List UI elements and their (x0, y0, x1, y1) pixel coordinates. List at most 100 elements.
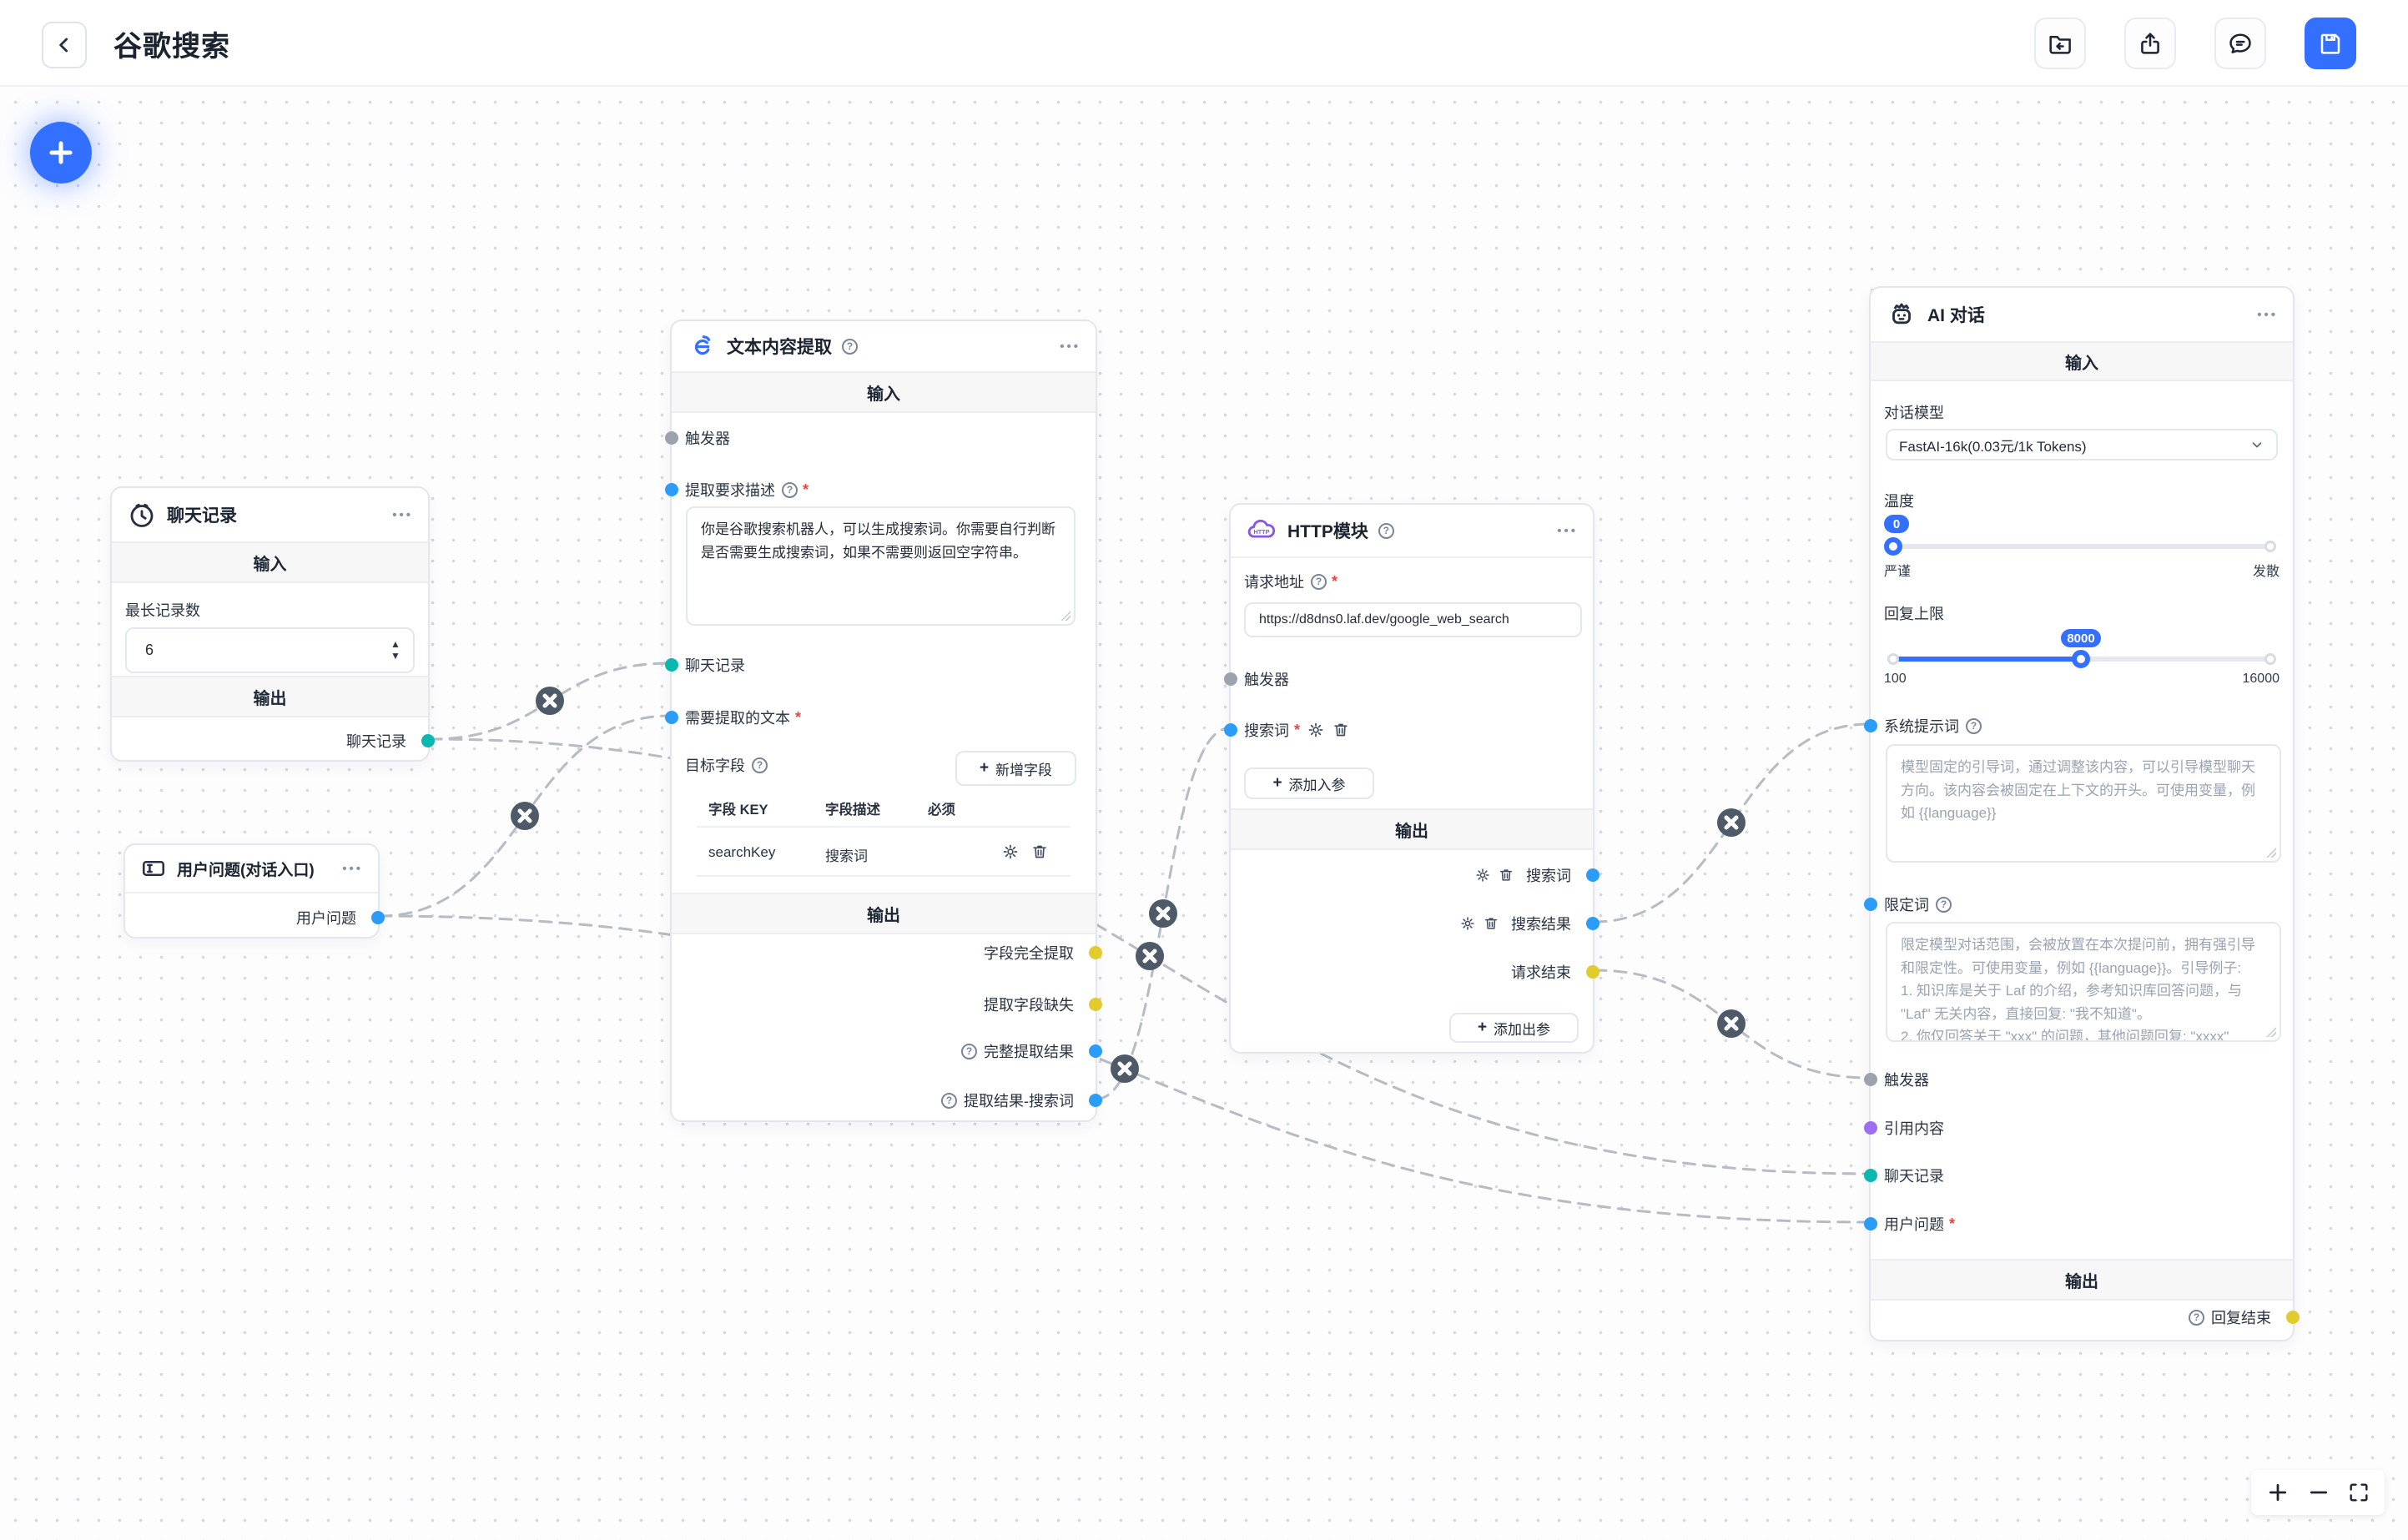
add-input-param-button[interactable]: + 添加入参 (1244, 767, 1374, 799)
port-chat-history-out[interactable] (421, 734, 435, 747)
import-button[interactable] (2034, 18, 2086, 69)
port-extract-missing-out[interactable] (1089, 998, 1102, 1011)
port-extract-text-in[interactable] (665, 711, 678, 724)
node-content-extract[interactable]: 文本内容提取 ? ••• 输入 触发器 提取要求描述 ? * 你是谷歌搜索机器人… (665, 320, 1102, 1122)
limit-textarea[interactable] (1886, 922, 2281, 1042)
output-row: 提取字段缺失 (984, 997, 1074, 1014)
output-settings-button[interactable] (1459, 915, 1476, 932)
help-icon[interactable]: ? (1311, 573, 1327, 590)
add-output-param-button[interactable]: + 添加出参 (1449, 1013, 1579, 1043)
max-tokens-slider[interactable] (1887, 650, 2276, 668)
port-http-result-out[interactable] (1586, 917, 1599, 930)
port-ai-trigger-in[interactable] (1864, 1073, 1877, 1086)
max-tokens-slider-thumb[interactable] (2072, 650, 2090, 668)
port-http-searchkey-out[interactable] (1586, 868, 1599, 882)
help-icon[interactable]: ? (752, 757, 768, 773)
required-mark: * (803, 481, 809, 498)
node-http[interactable]: HTTP HTTP模块 ? ••• 请求地址 ? * 触发器 搜索词 * + 添… (1224, 503, 1599, 1054)
stepper-arrows[interactable]: ▲ ▼ (378, 629, 413, 672)
add-node-button[interactable] (30, 122, 92, 184)
max-tokens-label-row: 回复上限 (1884, 606, 1944, 622)
more-menu-icon[interactable]: ••• (392, 507, 413, 522)
model-select[interactable]: FastAI-16k(0.03元/1k Tokens) (1886, 429, 2278, 460)
step-up-icon[interactable]: ▲ (390, 637, 400, 650)
output-delete-button[interactable] (1498, 867, 1514, 883)
url-label-row: 请求地址 ? * (1244, 572, 1338, 591)
help-icon[interactable]: ? (842, 338, 858, 355)
output-row: ? 提取结果-搜索词 (685, 1084, 1074, 1117)
port-ai-quote-in[interactable] (1864, 1121, 1877, 1135)
port-http-trigger-in[interactable] (1224, 672, 1237, 686)
node-title: 用户问题(对话入口) (177, 861, 315, 879)
port-extract-searchkey-out[interactable] (1089, 1094, 1102, 1107)
help-icon[interactable]: ? (1966, 717, 1982, 734)
port-ai-history-in[interactable] (1864, 1169, 1877, 1182)
zoom-in-button[interactable] (2265, 1480, 2290, 1505)
delete-edge-icon[interactable] (1149, 899, 1177, 928)
node-http-header[interactable]: HTTP HTTP模块 ? ••• (1231, 505, 1593, 558)
delete-edge-icon[interactable] (1717, 808, 1746, 837)
port-http-searchkey-in[interactable] (1224, 723, 1237, 737)
delete-edge-icon[interactable] (536, 687, 564, 715)
param-delete-button[interactable] (1332, 721, 1350, 739)
export-button[interactable] (2124, 18, 2176, 69)
zoom-out-button[interactable] (2306, 1480, 2331, 1505)
port-ai-reply-done-out[interactable] (2286, 1311, 2300, 1324)
flow-canvas[interactable]: 聊天记录 ••• 输入 最长记录数 ▲ ▼ 输出 聊天记录 用户问题(对话入口)… (0, 87, 2408, 1540)
chat-test-button[interactable] (2214, 18, 2266, 69)
delete-edge-icon[interactable] (1717, 1009, 1746, 1038)
help-icon[interactable]: ? (961, 1043, 977, 1059)
port-extract-trigger-in[interactable] (665, 431, 678, 445)
temperature-slider[interactable] (1884, 537, 2276, 556)
add-field-button[interactable]: + 新增字段 (955, 751, 1076, 786)
delete-edge-icon[interactable] (1111, 1054, 1139, 1083)
more-menu-icon[interactable]: ••• (1557, 523, 1578, 538)
max-records-input[interactable] (127, 629, 378, 672)
port-ai-question-in[interactable] (1864, 1217, 1877, 1230)
fit-view-button[interactable] (2347, 1481, 2370, 1504)
port-extract-success-out[interactable] (1089, 946, 1102, 959)
delete-edge-icon[interactable] (1136, 942, 1164, 970)
field-settings-button[interactable] (1001, 843, 1020, 861)
node-ai-header[interactable]: AI 对话 ••• (1871, 288, 2293, 341)
help-icon[interactable]: ? (1378, 522, 1394, 539)
node-user-question[interactable]: 用户问题(对话入口) ••• 用户问题 (123, 843, 385, 939)
port-ai-system-prompt-in[interactable] (1864, 719, 1877, 732)
temperature-slider-thumb[interactable] (1884, 537, 1902, 556)
port-extract-history-in[interactable] (665, 658, 678, 672)
more-menu-icon[interactable]: ••• (342, 861, 363, 876)
help-icon[interactable]: ? (782, 481, 798, 498)
field-delete-button[interactable] (1030, 843, 1049, 861)
save-button[interactable] (2305, 18, 2356, 69)
port-ai-limit-in[interactable] (1864, 898, 1877, 911)
delete-edge-icon[interactable] (511, 802, 539, 830)
extract-desc-textarea[interactable]: 你是谷歌搜索机器人，可以生成搜索词。你需要自行判断是否需要生成搜索词，如果不需要… (686, 506, 1076, 626)
zoom-controls (2251, 1470, 2385, 1515)
port-extract-full-result-out[interactable] (1089, 1044, 1102, 1058)
node-chat-history-header[interactable]: 聊天记录 ••• (112, 488, 428, 541)
text-input-icon (143, 860, 165, 877)
port-http-done-out[interactable] (1586, 965, 1599, 979)
system-prompt-textarea[interactable] (1886, 744, 2281, 863)
trash-icon (1500, 869, 1512, 881)
param-settings-button[interactable] (1307, 721, 1325, 739)
help-icon[interactable]: ? (941, 1092, 957, 1109)
node-extract-header[interactable]: 文本内容提取 ? ••• (672, 321, 1096, 371)
output-delete-button[interactable] (1483, 915, 1499, 932)
node-chat-history[interactable]: 聊天记录 ••• 输入 最长记录数 ▲ ▼ 输出 聊天记录 (110, 486, 435, 762)
help-icon[interactable]: ? (2189, 1309, 2204, 1326)
port-user-question-out[interactable] (371, 911, 385, 924)
step-down-icon[interactable]: ▼ (390, 650, 400, 662)
max-records-stepper[interactable]: ▲ ▼ (125, 627, 415, 673)
node-ai-chat[interactable]: AI 对话 ••• 输入 对话模型 FastAI-16k(0.03元/1k To… (1864, 286, 2300, 1341)
output-settings-button[interactable] (1474, 867, 1491, 883)
url-input[interactable] (1244, 602, 1582, 637)
param-row: 搜索词 * (1244, 713, 1579, 747)
node-user-question-header[interactable]: 用户问题(对话入口) ••• (125, 845, 378, 893)
more-menu-icon[interactable]: ••• (1060, 339, 1081, 354)
more-menu-icon[interactable]: ••• (2257, 307, 2278, 322)
back-button[interactable] (42, 22, 87, 68)
help-icon[interactable]: ? (1936, 896, 1952, 913)
toolbar-actions (2034, 18, 2356, 69)
port-extract-desc-in[interactable] (665, 483, 678, 496)
